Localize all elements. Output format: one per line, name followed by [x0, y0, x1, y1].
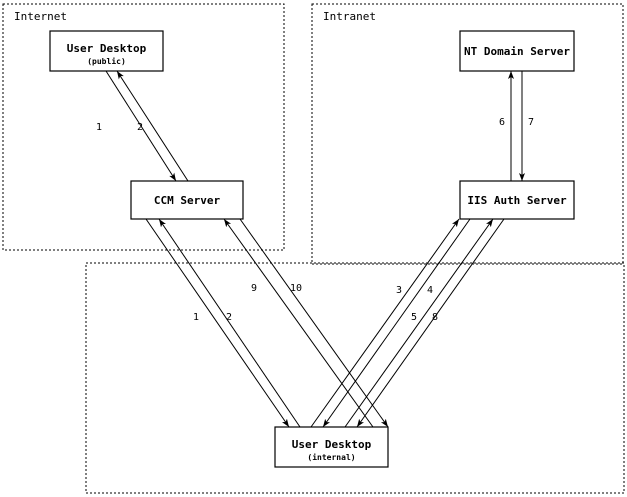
- node-title-ccm-server: CCM Server: [154, 194, 221, 207]
- flow-arrow-e4-auth: [322, 218, 471, 428]
- flow-arrow-e3-auth: [310, 218, 460, 428]
- node-box-user-desktop-internal[interactable]: [274, 426, 389, 468]
- node-subtitle-user-desktop-internal: (internal): [307, 452, 355, 462]
- flow-label-e6-domain: 6: [499, 117, 505, 128]
- zone-intranet: Intranet: [311, 3, 624, 265]
- zone-boundary-internal: [85, 262, 625, 494]
- flow-arrow-e2-public: [116, 70, 189, 182]
- zone-internet: Internet: [2, 3, 285, 251]
- nodes-layer: User Desktop(public)NT Domain ServerCCM …: [49, 30, 575, 468]
- node-title-nt-domain-server: NT Domain Server: [464, 45, 570, 58]
- node-nt-domain-server[interactable]: NT Domain Server: [459, 30, 575, 72]
- zone-label-internet: Internet: [14, 10, 67, 23]
- flow-arrow-e8-auth: [356, 218, 505, 428]
- edges-layer: [105, 70, 525, 428]
- flow-label-e5-auth: 5: [411, 312, 417, 323]
- node-title-user-desktop-public: User Desktop: [67, 42, 147, 55]
- node-user-desktop-internal[interactable]: User Desktop(internal): [274, 426, 389, 468]
- flow-label-e1-public: 1: [96, 122, 102, 133]
- flow-arrow-e9-internal: [223, 218, 374, 428]
- node-subtitle-user-desktop-public: (public): [87, 56, 126, 66]
- edge-labels-layer: 1 2 6 7 1 2 9 10 3 4 5 8: [96, 117, 534, 323]
- flow-label-e3-auth: 3: [396, 285, 402, 296]
- flow-label-e4-auth: 4: [427, 285, 433, 296]
- flow-label-e9-internal: 9: [251, 283, 257, 294]
- flow-label-e8-auth: 8: [432, 312, 438, 323]
- flow-label-e1-internal: 1: [193, 312, 199, 323]
- zone-boundary-intranet: [311, 3, 624, 265]
- flow-label-e2-public: 2: [137, 122, 143, 133]
- zone-boundary-internet: [2, 3, 285, 251]
- flow-label-e10-internal: 10: [290, 283, 302, 294]
- node-box-ccm-server[interactable]: [130, 180, 244, 220]
- zone-label-intranet: Intranet: [323, 10, 376, 23]
- node-iis-auth-server[interactable]: IIS Auth Server: [459, 180, 575, 220]
- flow-arrow-e1-public: [105, 70, 177, 182]
- node-title-user-desktop-internal: User Desktop: [292, 438, 372, 451]
- flow-label-e7-domain: 7: [528, 117, 534, 128]
- node-box-nt-domain-server[interactable]: [459, 30, 575, 72]
- flow-arrow-e1-internal: [145, 218, 290, 428]
- flow-arrow-e5-auth: [344, 218, 494, 428]
- node-title-iis-auth-server: IIS Auth Server: [467, 194, 567, 207]
- flow-label-e2-internal: 2: [226, 312, 232, 323]
- zones-layer: Internet Intranet: [2, 3, 625, 494]
- node-box-iis-auth-server[interactable]: [459, 180, 575, 220]
- zone-internal: [85, 262, 625, 494]
- flow-arrow-e2-internal: [158, 218, 301, 428]
- flow-arrow-e10-internal: [239, 218, 389, 428]
- node-box-user-desktop-public[interactable]: [49, 30, 164, 72]
- node-user-desktop-public[interactable]: User Desktop(public): [49, 30, 164, 72]
- node-ccm-server[interactable]: CCM Server: [130, 180, 244, 220]
